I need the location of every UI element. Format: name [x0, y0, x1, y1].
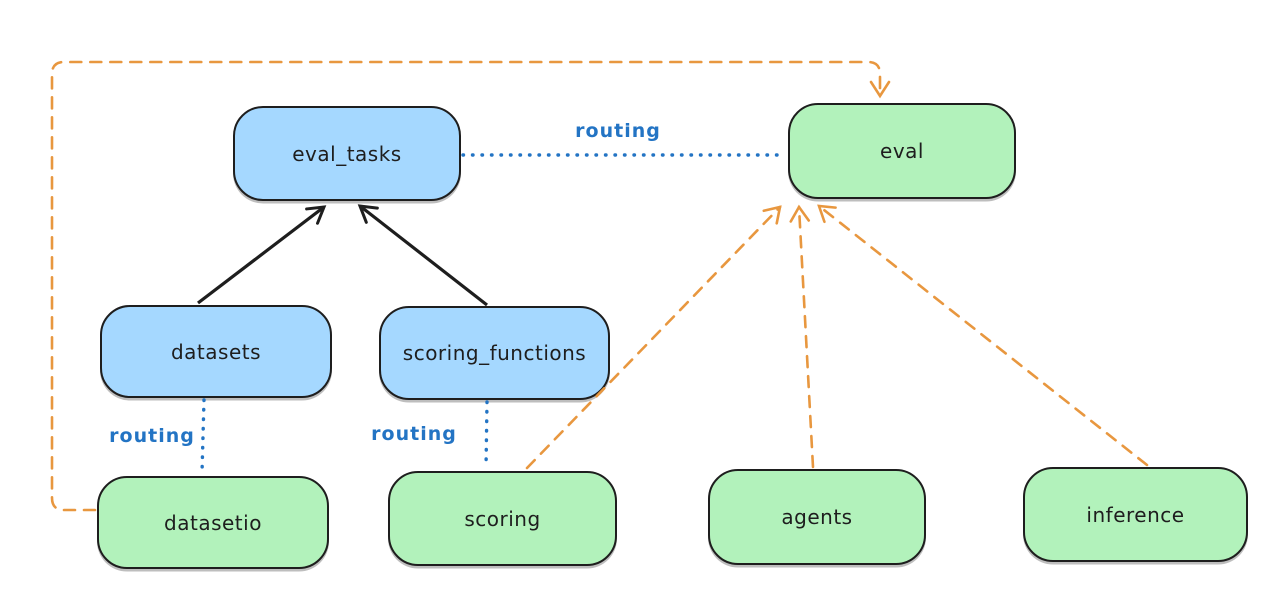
dotted-line-scoring-functions-to-scoring	[484, 400, 489, 470]
arrow-scoring-functions-to-eval-tasks	[357, 204, 488, 307]
dashed-arrow-inference-to-eval	[817, 204, 1149, 467]
routing-label-scoring: routing	[371, 423, 457, 445]
node-scoring: scoring	[388, 471, 617, 566]
node-scoring-functions: scoring_functions	[379, 306, 610, 400]
routing-label-top: routing	[575, 120, 661, 142]
node-eval-tasks: eval_tasks	[233, 106, 461, 201]
dotted-line-datasets-to-datasetio	[200, 398, 206, 475]
arrow-datasets-to-eval-tasks	[197, 205, 327, 305]
node-inference: inference	[1023, 467, 1248, 562]
routing-label-datasetio: routing	[109, 425, 195, 447]
node-inference-label: inference	[1086, 502, 1185, 527]
node-datasetio-label: datasetio	[164, 510, 262, 535]
dashed-arrow-agents-to-eval	[789, 204, 815, 469]
node-scoring-label: scoring	[464, 506, 541, 531]
node-eval-label: eval	[880, 139, 924, 163]
node-datasets-label: datasets	[170, 339, 262, 364]
node-datasets: datasets	[100, 305, 332, 398]
node-scoring-functions-label: scoring_functions	[402, 341, 587, 365]
node-eval-tasks-label: eval_tasks	[292, 141, 402, 166]
dashed-arrow-datasetio-to-eval	[50, 60, 891, 512]
node-datasetio: datasetio	[97, 476, 329, 569]
node-eval: eval	[788, 103, 1016, 199]
node-agents: agents	[708, 469, 926, 565]
node-agents-label: agents	[781, 505, 853, 529]
